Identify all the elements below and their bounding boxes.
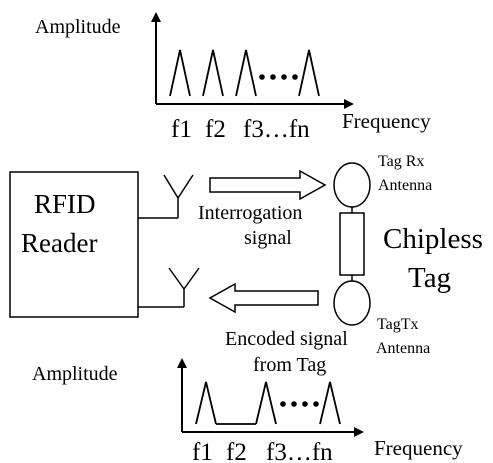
bottom-spectrum: Amplitude f1 f2 f3…fn Frequency [32,358,463,463]
bottom-peak-1 [195,381,217,425]
tag-tx-antenna [333,280,371,326]
top-peak-1 [169,49,191,97]
top-spectrum: Amplitude f1 f2 f3…fn Frequency [35,12,431,143]
interrogation-label-line1: Interrogation [198,202,302,224]
tag-tx-label-line1: TagTx [377,316,419,333]
top-frequency-label: Frequency [342,109,431,133]
top-peak-n [298,49,320,97]
chipless-tag [333,162,371,326]
bottom-tick-f3-fn: f3…fn [266,439,333,463]
top-peak-2 [202,49,224,97]
interrogation-arrow [209,169,327,201]
top-tick-f3-fn: f3…fn [243,116,310,143]
top-amplitude-label: Amplitude [35,16,121,38]
reader-box [9,171,139,318]
tag-title-line2: Tag [408,262,451,294]
encoded-label-line2: from Tag [253,354,326,376]
tag-rx-label-line1: Tag Rx [378,153,424,170]
top-peak-3 [235,49,257,97]
top-ellipsis-dots [259,74,298,80]
tag-title-line1: Chipless [383,223,483,255]
encoded-signal-arrow [208,282,319,314]
encoded-label-line1: Encoded signal [225,328,348,350]
top-tick-f2: f2 [205,116,226,143]
bottom-amplitude-label: Amplitude [32,363,118,385]
interrogation-label-line2: signal [244,227,292,249]
reader-rx-antenna [138,267,200,308]
tag-tx-label-line2: Antenna [376,340,430,357]
top-tick-f1: f1 [171,116,192,143]
bottom-frequency-label: Frequency [374,436,463,460]
reader-tx-antenna [138,174,194,219]
tag-rx-label-line2: Antenna [378,177,432,194]
tag-circuit [339,212,365,276]
reader-label-line1: RFID [34,189,96,219]
bottom-peak-3 [255,381,277,425]
bottom-ellipsis-dots [280,401,319,407]
tag-rx-antenna [333,162,371,208]
bottom-tick-f1: f1 [192,439,213,463]
reader-label-line2: Reader [21,228,97,258]
bottom-tick-f2: f2 [226,439,247,463]
rfid-reader: RFID Reader [9,171,139,318]
bottom-peak-n [319,381,341,425]
